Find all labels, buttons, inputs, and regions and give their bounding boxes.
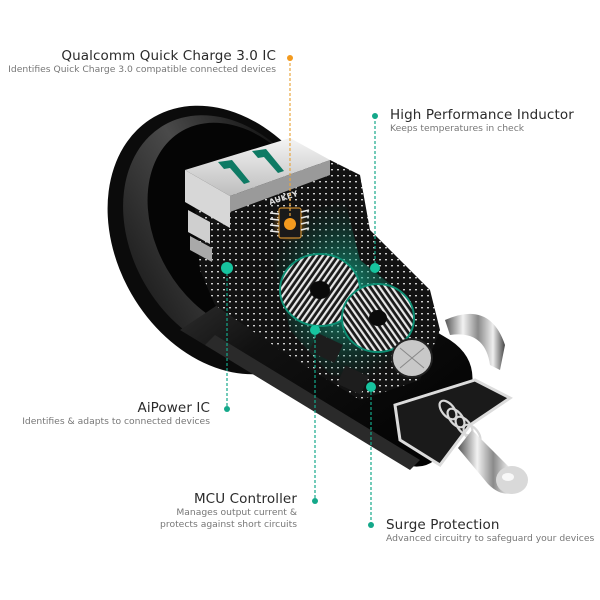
callout-title: MCU Controller (193, 491, 297, 507)
callout-title: AiPower IC (137, 400, 210, 416)
callout-dot-inductor-part (370, 263, 380, 273)
callout-title: Surge Protection (386, 517, 500, 533)
callout-dot-aipower-part (221, 262, 233, 274)
callout-dot-surge-part (366, 382, 376, 392)
inductor-coils (279, 253, 415, 353)
callout-lines (221, 55, 380, 528)
callout-title: Qualcomm Quick Charge 3.0 IC (61, 48, 276, 64)
callout-dot-inductor-label (372, 113, 378, 119)
callout-label-high-performance-inductor: High Performance Inductor Keeps temperat… (390, 107, 574, 135)
callout-description: Advanced circuitry to safeguard your dev… (386, 533, 595, 544)
usb-port (185, 138, 330, 262)
callout-dot-mcu-part (310, 325, 320, 335)
callout-description: Identifies Quick Charge 3.0 compatible c… (8, 64, 276, 75)
callout-dot-qc-label (287, 55, 293, 61)
callout-dot-aipower-label (224, 406, 230, 412)
capacitor (391, 338, 433, 378)
callout-label-qualcomm-qc3: Qualcomm Quick Charge 3.0 IC Identifies … (8, 48, 276, 76)
callout-label-surge-protection: Surge Protection Advanced circuitry to s… (386, 517, 594, 545)
callout-label-mcu-controller: MCU Controller Manages output current & … (160, 491, 297, 531)
callout-description: Identifies & adapts to connected devices (22, 416, 210, 427)
callout-dot-qc-chip (284, 218, 296, 230)
callout-dot-surge-label (368, 522, 374, 528)
spring-contact (438, 399, 528, 494)
callout-description-line-1: Manages output current & (176, 507, 297, 518)
callout-dot-mcu-label (312, 498, 318, 504)
ic-chips (309, 333, 370, 395)
callout-description: Keeps temperatures in check (390, 123, 525, 134)
callout-label-aipower-ic: AiPower IC Identifies & adapts to connec… (22, 400, 210, 428)
callout-description-line-2: protects against short circuits (160, 519, 297, 530)
callout-title: High Performance Inductor (390, 107, 574, 123)
